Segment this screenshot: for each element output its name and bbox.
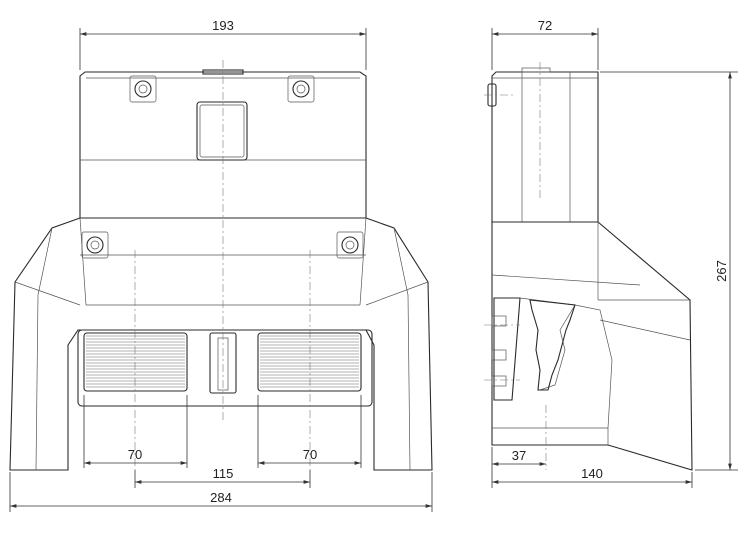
pedal-left bbox=[83, 332, 188, 392]
dim-115: 115 bbox=[213, 466, 234, 481]
screw-icon bbox=[81, 231, 109, 259]
side-view bbox=[484, 62, 693, 471]
front-view bbox=[9, 60, 433, 471]
dim-70-right: 70 bbox=[303, 447, 317, 462]
dim-140: 140 bbox=[581, 466, 603, 481]
dim-267: 267 bbox=[714, 260, 729, 282]
dim-37: 37 bbox=[512, 448, 526, 463]
dim-72: 72 bbox=[538, 18, 552, 33]
screw-icon bbox=[287, 75, 315, 103]
screw-icon bbox=[129, 75, 157, 103]
pedal-right bbox=[257, 332, 362, 392]
side-dimensions: 72 267 37 140 bbox=[491, 18, 738, 488]
dim-193: 193 bbox=[212, 18, 234, 33]
dim-70-left: 70 bbox=[128, 447, 142, 462]
front-dimensions: 193 70 70 115 284 bbox=[9, 18, 433, 512]
screw-icon bbox=[336, 231, 364, 259]
dim-284: 284 bbox=[210, 490, 232, 505]
